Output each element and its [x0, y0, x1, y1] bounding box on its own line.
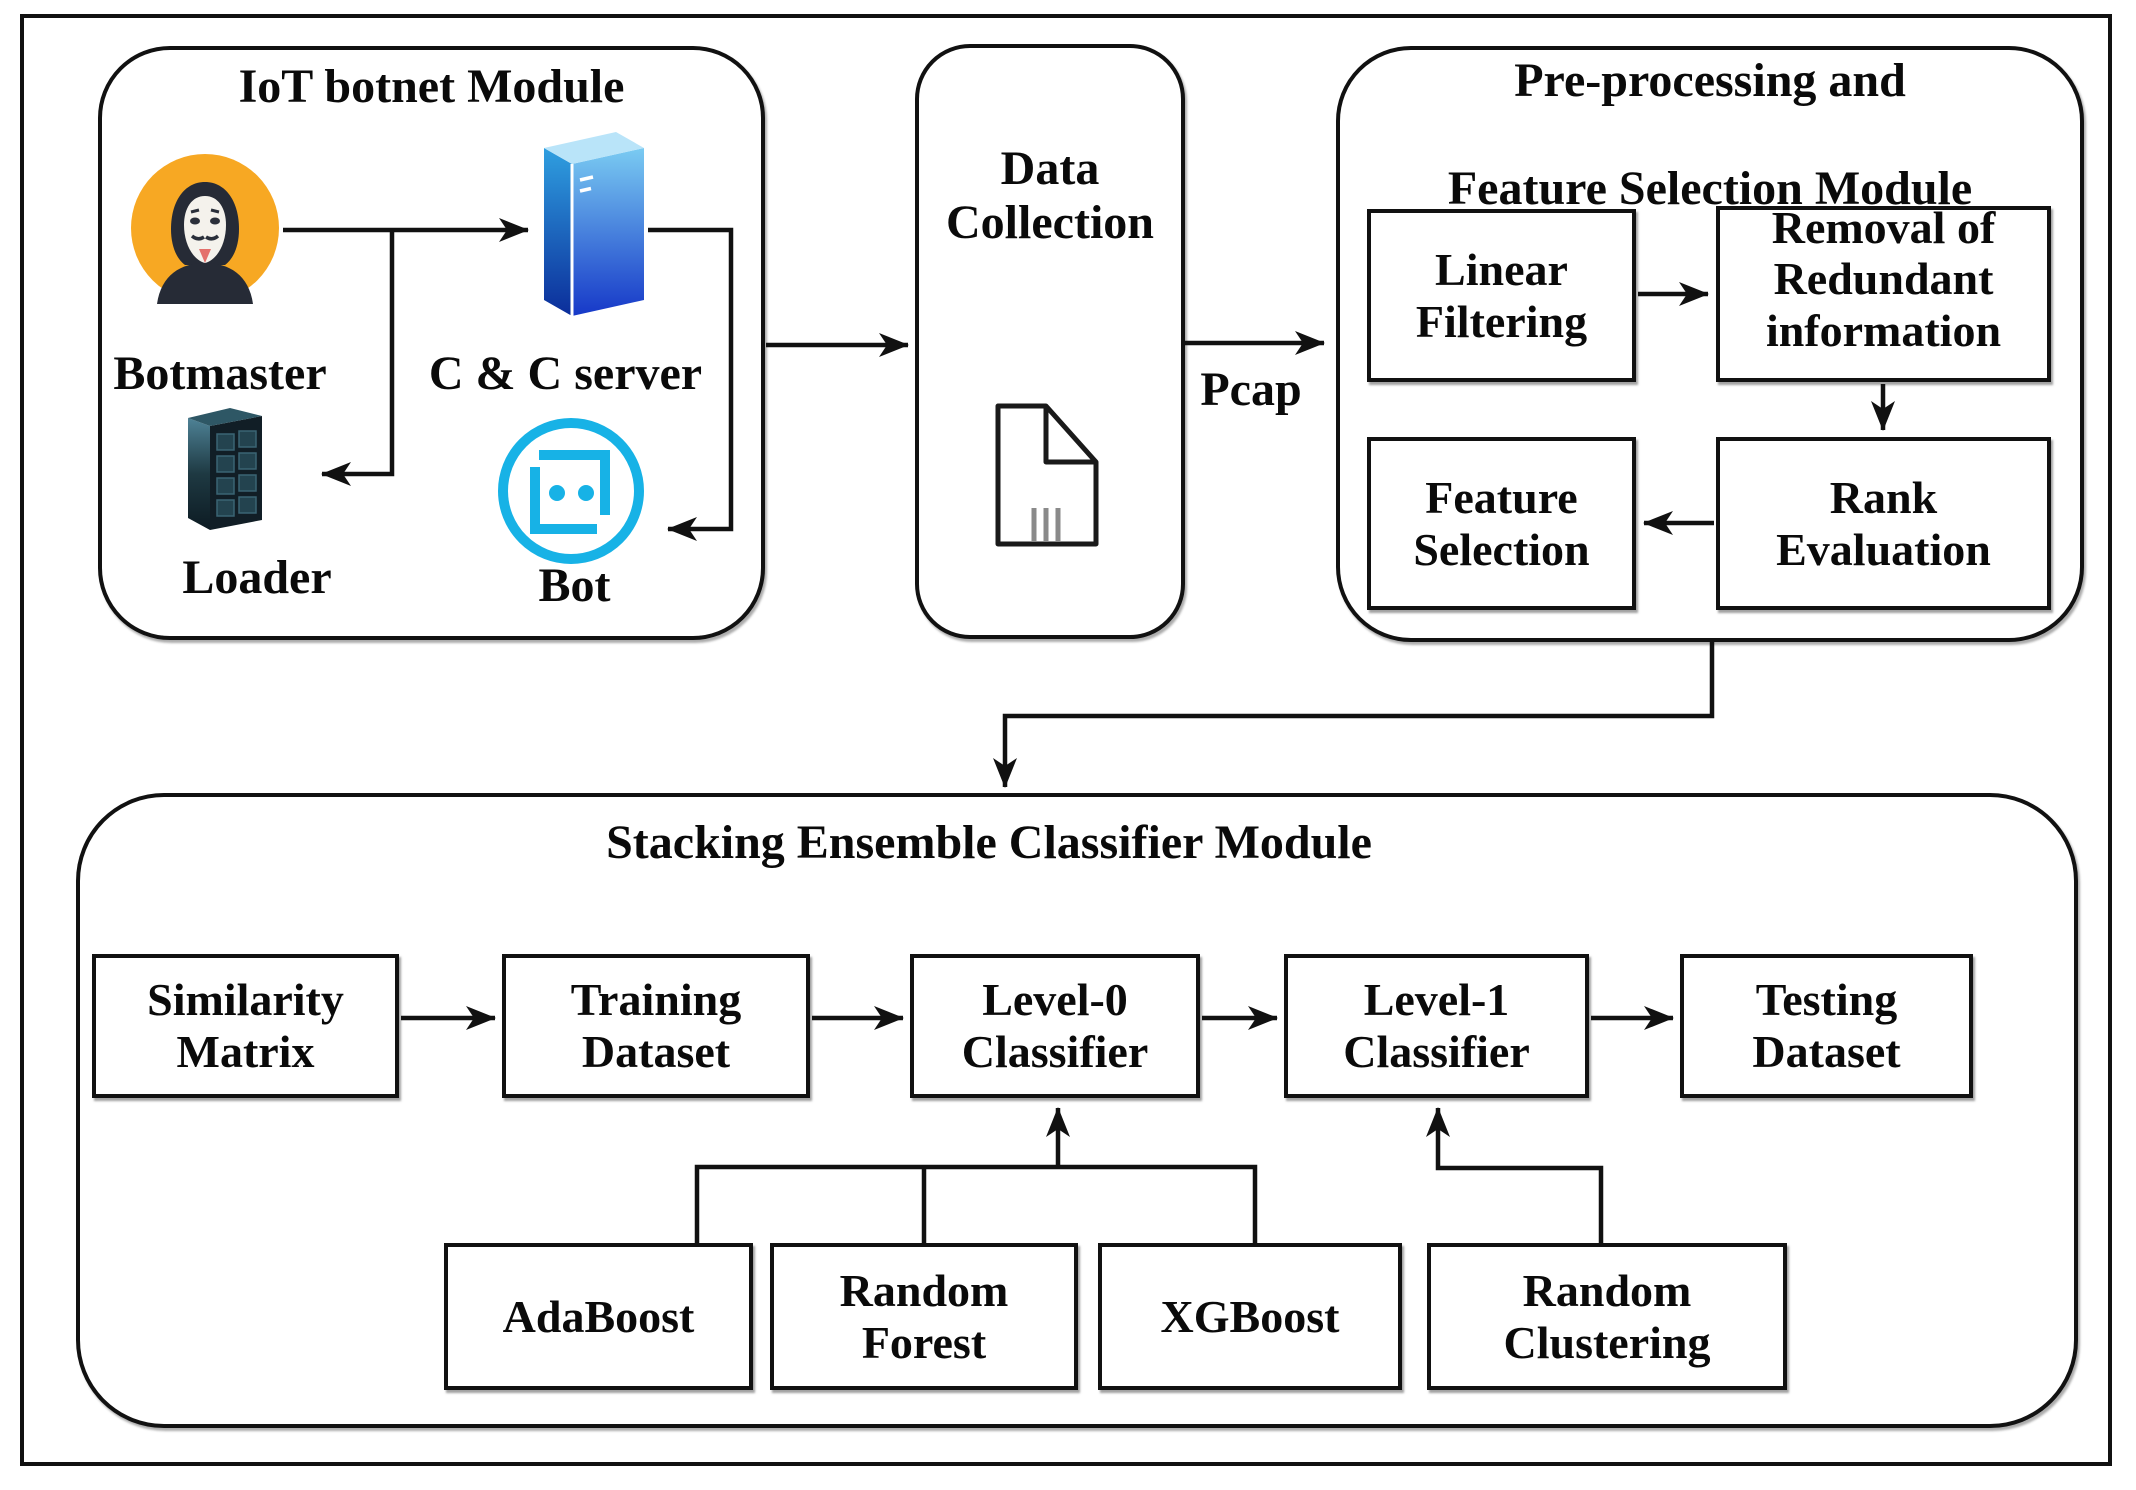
xgboost-label: XGBoost [1160, 1290, 1340, 1342]
box-random-forest: Random Forest [770, 1243, 1078, 1390]
box-training-dataset: Training Dataset [502, 954, 810, 1098]
rank-evaluation-label: Rank Evaluation [1776, 471, 1991, 575]
iot-module-title: IoT botnet Module [238, 60, 625, 113]
box-removal-redundant: Removal of Redundant information [1716, 202, 2051, 382]
training-dataset-label: Training Dataset [570, 974, 742, 1077]
box-random-clustering: Random Clustering [1427, 1243, 1787, 1390]
box-similarity-matrix: Similarity Matrix [92, 954, 399, 1098]
similarity-matrix-label: Similarity Matrix [147, 974, 344, 1077]
testing-dataset-label: Testing Dataset [1752, 974, 1901, 1077]
loader-icon [184, 406, 268, 534]
bot-icon [495, 415, 647, 567]
stacking-title: Stacking Ensemble Classifier Module [606, 816, 1372, 869]
arrow-branch-to-loader [321, 230, 395, 486]
preprocessing-title-line2: Feature Selection Module [1447, 161, 1973, 215]
loader-label: Loader [182, 551, 332, 604]
box-rank-evaluation: Rank Evaluation [1716, 437, 2051, 610]
box-feature-selection: Feature Selection [1367, 437, 1636, 610]
box-testing-dataset: Testing Dataset [1680, 954, 1973, 1098]
line-level0-ensemble-tree [694, 1164, 1258, 1243]
preprocessing-title: Pre-processing and Feature Selection Mod… [1336, 54, 2084, 215]
box-level0-classifier: Level-0 Classifier [910, 954, 1200, 1098]
feature-selection-label: Feature Selection [1413, 471, 1590, 575]
arrow-ccserver-to-bot [648, 227, 734, 541]
botmaster-label: Botmaster [113, 347, 327, 400]
pcap-label: Pcap [1200, 363, 1302, 416]
box-adaboost: AdaBoost [444, 1243, 753, 1390]
botmaster-icon [129, 152, 281, 304]
linear-filtering-label: Linear Filtering [1415, 243, 1588, 347]
cc-server-label: C & C server [428, 347, 703, 400]
bot-label: Bot [538, 559, 611, 612]
document-icon [986, 398, 1108, 550]
preprocessing-title-line1: Pre-processing and [1514, 54, 1906, 107]
arrow-preprocessing-to-stacking [993, 642, 1715, 788]
box-xgboost: XGBoost [1098, 1243, 1402, 1390]
level1-classifier-label: Level-1 Classifier [1343, 974, 1530, 1077]
arrow-randomclustering-to-level1 [1426, 1107, 1604, 1243]
random-clustering-label: Random Clustering [1503, 1264, 1711, 1368]
cc-server-icon [538, 130, 650, 320]
box-level1-classifier: Level-1 Classifier [1284, 954, 1589, 1098]
random-forest-label: Random Forest [839, 1264, 1009, 1368]
adaboost-label: AdaBoost [502, 1290, 695, 1342]
data-collection-title: Data Collection [946, 142, 1154, 249]
iot-module [98, 46, 765, 640]
removal-redundant-label: Removal of Redundant information [1765, 201, 2002, 356]
level0-classifier-label: Level-0 Classifier [961, 974, 1149, 1077]
box-linear-filtering: Linear Filtering [1367, 209, 1636, 382]
